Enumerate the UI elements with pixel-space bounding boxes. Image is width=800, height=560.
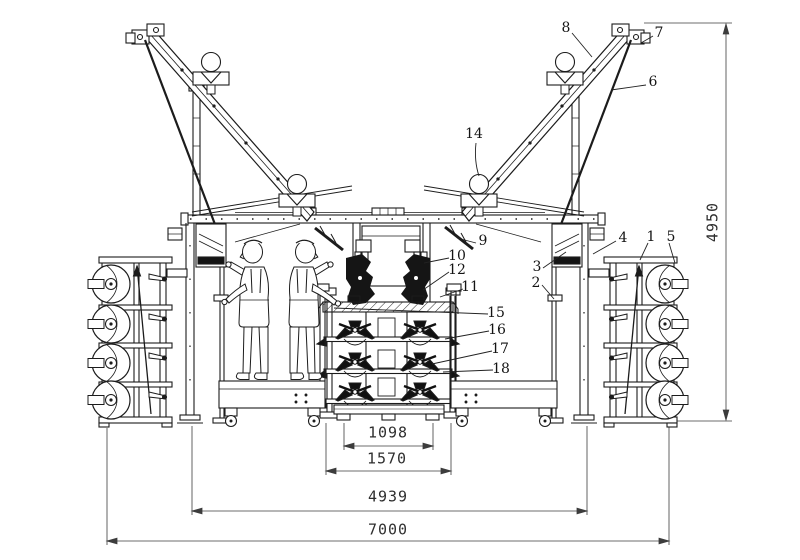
film-web [136, 265, 152, 415]
dim-center-base-width: 1098 [367, 423, 409, 442]
callout-9: 9 [478, 233, 488, 249]
callout-4: 4 [618, 230, 628, 246]
left-operator-cart [218, 283, 330, 428]
dim-leg-span: 4939 [367, 487, 409, 506]
right-roller-rack [603, 256, 689, 428]
main-beam [180, 207, 606, 226]
callout-6: 6 [648, 74, 658, 90]
callout-2: 2 [531, 275, 541, 291]
callout-12: 12 [448, 262, 466, 278]
callout-10: 10 [448, 248, 466, 264]
left-mast [188, 83, 205, 215]
right-tie-rod [558, 39, 633, 228]
left-support-leg [177, 223, 203, 424]
callout-11: 11 [461, 279, 479, 295]
left-tie-rod [143, 39, 218, 228]
right-bracket [588, 268, 610, 278]
right-operator-cart [446, 283, 558, 428]
callout-8: 8 [561, 20, 571, 36]
callout-7: 7 [654, 25, 664, 41]
dim-center-frame-width: 1570 [366, 449, 408, 468]
operator-right [288, 239, 342, 380]
callout-15: 15 [487, 305, 505, 321]
center-base [333, 404, 445, 421]
center-head-frame [346, 223, 431, 305]
work-table [317, 295, 459, 314]
callout-leaders [333, 32, 676, 373]
dim-overall-width: 7000 [367, 520, 409, 539]
folded-boom-sections [191, 185, 585, 217]
machine-assembly [87, 23, 689, 428]
dimension-lines [105, 22, 732, 545]
right-control-box [551, 223, 605, 268]
dim-overall-height: 4950 [703, 201, 722, 243]
left-roller-rack [87, 256, 173, 428]
center-column [365, 312, 408, 405]
left-control-box [167, 223, 227, 268]
callout-5: 5 [666, 229, 676, 245]
left-bracket [166, 268, 188, 278]
left-boom [125, 23, 315, 243]
left-boom-tip [125, 23, 165, 45]
operator-left [221, 239, 270, 380]
callout-1: 1 [646, 229, 656, 245]
film-web [624, 265, 640, 415]
callout-3: 3 [532, 259, 542, 275]
callout-18: 18 [492, 361, 510, 377]
callout-16: 16 [488, 322, 506, 338]
callout-14: 14 [465, 126, 483, 142]
callout-17: 17 [491, 341, 509, 357]
right-boom [461, 23, 651, 243]
